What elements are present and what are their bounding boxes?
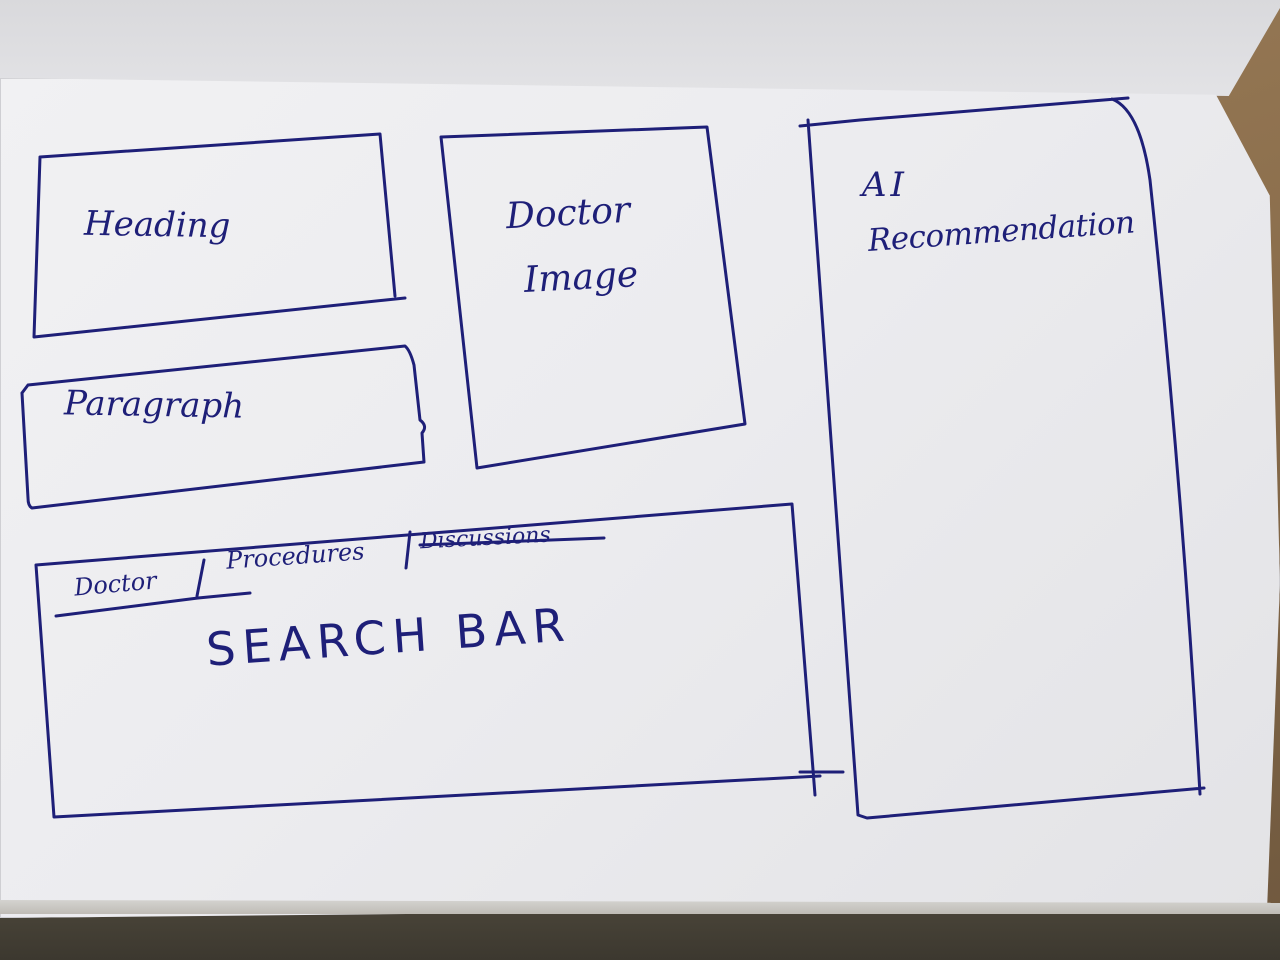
page-stack-edge — [0, 900, 1280, 914]
notebook-page — [0, 78, 1280, 918]
tab-divider-1 — [195, 558, 206, 598]
tab-divider-2 — [404, 530, 412, 570]
doctor-image-box — [439, 125, 747, 470]
search-bar-box — [34, 502, 845, 819]
heading-label: Heading — [83, 203, 231, 247]
ai-recommendation-box — [798, 96, 1206, 820]
paragraph-box — [20, 344, 427, 510]
paragraph-label: Paragraph — [63, 383, 245, 427]
doctor-image-label-line1: Doctor — [504, 189, 632, 238]
heading-box — [32, 132, 407, 339]
ai-label-line1: AI — [862, 165, 908, 205]
tab-underline — [54, 536, 606, 618]
doctor-image-label-line2: Image — [522, 254, 640, 301]
tab-doctor: Doctor — [72, 566, 158, 602]
back-page — [0, 0, 1280, 96]
